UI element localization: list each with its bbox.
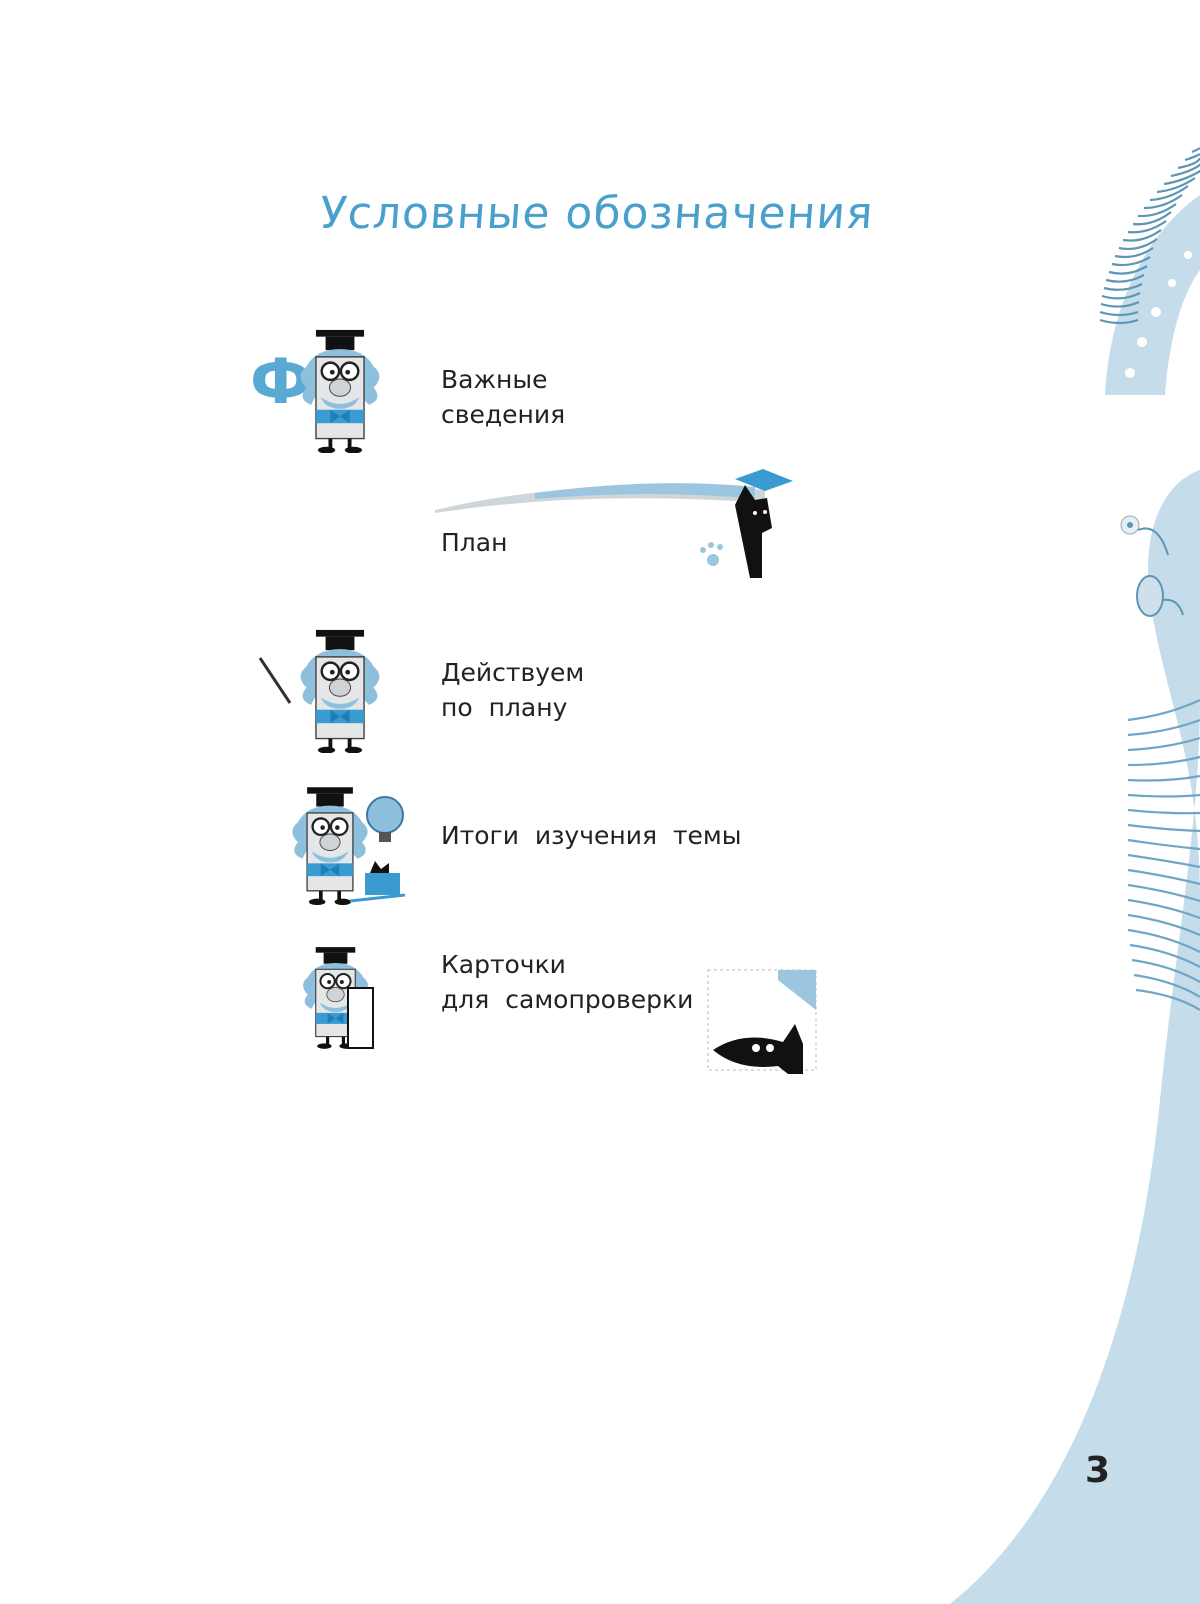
legend-label: План bbox=[441, 528, 508, 557]
plan-cat-banner-icon bbox=[435, 469, 793, 578]
legend-item-plan: План bbox=[441, 525, 507, 560]
legend-label: Важные bbox=[441, 365, 548, 394]
legend-label: Карточки bbox=[441, 950, 566, 979]
letter-f: Ф bbox=[250, 345, 312, 418]
legend-item-topic-summary: Итоги изучения темы bbox=[441, 818, 742, 853]
paw-print-icon bbox=[700, 542, 723, 566]
legend-label: сведения bbox=[441, 400, 566, 429]
professor-with-card-icon bbox=[301, 945, 374, 1050]
button-icon bbox=[1136, 575, 1184, 617]
legend-label: для самопроверки bbox=[441, 985, 694, 1014]
professor-with-pointer-icon bbox=[258, 628, 381, 753]
legend-label: по плану bbox=[441, 693, 568, 722]
flower-icon bbox=[1120, 515, 1169, 556]
legend-item-important-info: Важные сведения bbox=[441, 362, 565, 432]
page-title: Условные обозначения bbox=[318, 188, 876, 239]
legend-item-act-by-plan: Действуем по плану bbox=[441, 655, 584, 725]
professor-with-lightbulb-icon bbox=[291, 786, 406, 905]
page-number: 3 bbox=[1085, 1450, 1111, 1491]
legend-label: Итоги изучения темы bbox=[441, 821, 742, 850]
laptop-icon bbox=[365, 873, 400, 895]
professor-with-letter-icon: Ф bbox=[250, 328, 381, 453]
legend-label: Действуем bbox=[441, 658, 585, 687]
legend-item-self-check-cards: Карточки для самопроверки bbox=[441, 947, 693, 1017]
lightbulb-icon bbox=[366, 796, 404, 834]
card-cat-icon bbox=[707, 969, 817, 1074]
